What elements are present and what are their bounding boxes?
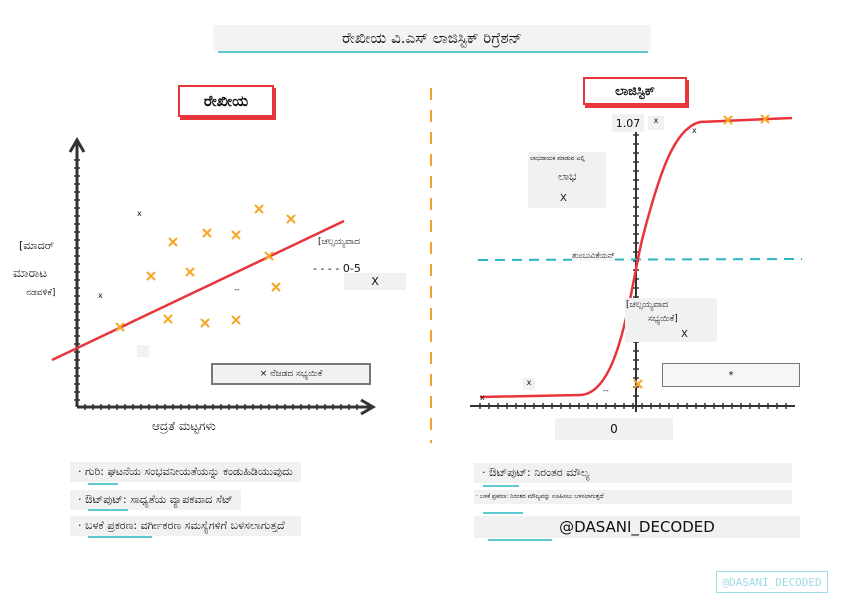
bullets-left: · ಗುರಿ: ಘಟನೆಯ ಸಂಭವನೀಯತೆಯನ್ನು ಕಂಡುಹಿಡಿಯುವ… [70,462,301,538]
linear-y-label-1: [ಮಾದರ್ [19,239,55,252]
logistic-y-top-x: x [648,116,664,130]
bullet-right-1-underline [483,485,519,487]
logistic-small-x-b: -- [603,386,609,395]
watermark: @DASANI_DECODED [716,571,828,593]
logistic-small-x-top: x [692,126,697,135]
linear-y-label-2: ಮಾರಾಟ [13,266,48,280]
logistic-mid-x: X [681,329,688,340]
logistic-data-point [760,114,770,124]
logistic-label-2: ಲಾಭ [558,170,577,183]
bullet-right-1: · ಔಟ್‌ಪುಟ್: ನಿರಂತರ ಮೌಲ್ಯ [474,463,792,483]
logistic-tag: ಲಾಜಿಸ್ಟಿಕ್ [583,77,687,105]
bullet-left-2: · ಔಟ್‌ಪುಟ್: ಸಾಧ್ಯತೆಯ ವ್ಯಾಪಕವಾದ ಸೆಟ್ [70,490,241,510]
linear-data-point [202,228,212,238]
logistic-sigmoid-curve [479,116,793,399]
linear-chart [51,137,376,416]
page-title: ರೇಖೀಯ ವಿ.ಎಸ್ ಲಾಜಿಸ್ಟಿಕ್ ರಿಗ್ರೆಶನ್ [213,25,651,51]
logistic-note-box: * [662,363,800,387]
linear-x-arrow [360,398,376,416]
logistic-small-x-left: x [480,393,485,402]
linear-data-point [146,271,156,281]
linear-tag: ರೇಖೀಯ [178,85,274,117]
logistic-zero: 0 [610,422,618,436]
bullet-left-2-underline [88,509,128,511]
linear-data-point [254,204,264,214]
logistic-mid-1: [ಚಲ್ಸಯ್ಯವಾದ [626,300,669,310]
linear-small-box [137,345,149,357]
logistic-data-point [723,115,733,125]
logistic-zero-box: 0 [555,418,673,440]
linear-y-arrow [68,137,86,153]
logistic-note-star: * [728,369,734,381]
linear-data-point [264,251,274,261]
page-title-text: ರೇಖೀಯ ವಿ.ಎಸ್ ಲಾಜಿಸ್ಟಿಕ್ ರಿಗ್ರೆಶನ್ [342,29,522,47]
linear-legend-range: - - - - 0-5 [313,262,361,275]
logistic-y-top: 1.07 [615,116,641,130]
linear-legend-box: X [344,273,406,290]
linear-data-point [115,322,125,332]
linear-data-point [286,214,296,224]
linear-data-point [168,237,178,247]
linear-note-box: × ನೆಜಡದ ಸಭ್ಯಯಿಕೆ [211,363,371,385]
logistic-label-3: X [560,193,567,204]
logistic-tag-text: ಲಾಜಿಸ್ಟಿಕ್ [615,83,655,99]
bullet-right-2-underline [483,512,523,514]
title-underline [218,51,648,53]
watermark-text: @DASANI_DECODED [722,575,822,589]
linear-note-text: × ನೆಜಡದ ಸಭ್ಯಯಿಕೆ [259,369,323,379]
linear-data-point [185,267,195,277]
linear-regression-line [51,219,345,362]
logistic-data-point [633,379,643,389]
linear-y-label-3: ನಡವಳಿಕೆ] [26,288,56,298]
linear-tag-text: ರೇಖೀಯ [203,92,249,110]
linear-legend-x: X [371,275,379,288]
logistic-chart [470,114,803,412]
linear-data-point [231,230,241,240]
linear-legend-label: [ಚಲ್ಸಯ್ಯವಾದ [318,237,361,247]
linear-x-label: ಆದ್ರತೆ ಮಟ್ಟಗಳು [152,419,216,433]
logistic-label-box [528,152,606,208]
logistic-y-top-box: 1.07 [612,114,644,132]
bullet-left-3: · ಬಳಕೆ ಪ್ರಕರಣ: ವರ್ಗೀಕರಣ ಸಮಸ್ಯೆಗಳಿಗೆ ಬಳಸಲ… [70,516,301,536]
linear-data-point [231,315,241,325]
bullet-left-3-underline [88,536,152,538]
bullet-right-2: · ಬಳಕೆ ಪ್ರಕರಣ: ನಿರಂತರ ಮೌಲ್ಯವನ್ನು ಊಹಿಸಲು … [474,490,792,504]
logistic-threshold-line [477,258,803,261]
linear-data-point [163,314,173,324]
linear-data-point [271,282,281,292]
logistic-small-x-a: x [523,378,535,390]
logistic-mid-2: ಸಭ್ಯಯಿಕೆ] [648,314,678,324]
center-divider [430,88,432,443]
bullet-left-1-underline [88,483,118,485]
linear-small-x-1: x [137,209,142,218]
linear-small-x-3: -- [234,285,240,294]
logistic-threshold-label: ತುಂಬುವಿಕೆಯನ್ [572,251,615,261]
bullet-left-1: · ಗುರಿ: ಘಟನೆಯ ಸಂಭವನೀಯತೆಯನ್ನು ಕಂಡುಹಿಡಿಯುವ… [70,462,301,482]
logistic-label-1: ಲಾಭದಾಯಕ ಮಾಡುವ ಎಲ್ಲಿ [530,155,585,162]
handle-box: @DASANI_DECODED [474,516,800,538]
handle-text: @DASANI_DECODED [559,518,715,536]
linear-small-x-2: x [98,291,103,300]
handle-underline [488,539,552,541]
logistic-mid-box [625,298,717,342]
linear-data-point [200,318,210,328]
